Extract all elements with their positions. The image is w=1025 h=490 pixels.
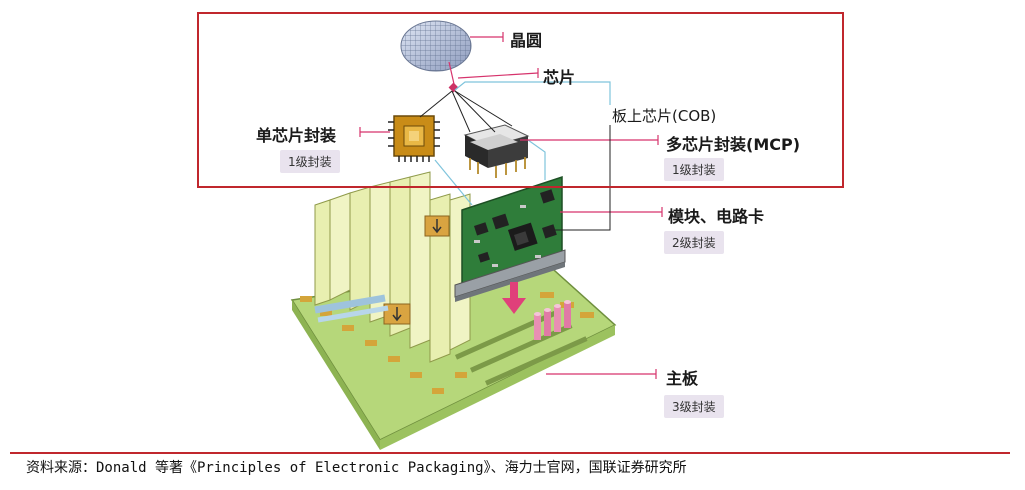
source-note: 资料来源：Donald 等著《Principles of Electronic … [26,460,687,476]
source-divider [10,452,1010,454]
label-chip: 芯片 [543,68,576,87]
insert-arrow-icon [502,282,526,314]
wafer-icon [400,20,472,72]
level-1-highlight-box [197,12,844,188]
badge-mcp-level: 1级封装 [664,158,724,181]
connector-lines [419,61,611,206]
expansion-cards [314,171,471,363]
label-multi-chip-package: 多芯片封装(MCP) [666,135,801,154]
single-chip-package-icon [388,115,440,162]
leader-lines [359,32,663,379]
label-cob: 板上芯片(COB) [612,107,717,125]
cables [314,294,389,323]
cob-bracket [548,125,611,231]
multi-chip-package-icon [463,124,530,178]
label-wafer: 晶圆 [510,31,543,50]
label-motherboard: 主板 [666,369,699,388]
label-single-chip-package: 单芯片封装 [256,126,337,145]
badge-single-level: 1级封装 [280,150,340,173]
badge-module-level: 2级封装 [664,231,724,254]
label-module-card: 模块、电路卡 [668,207,765,226]
connector-blocks [383,215,450,325]
badge-board-level: 3级封装 [664,395,724,418]
